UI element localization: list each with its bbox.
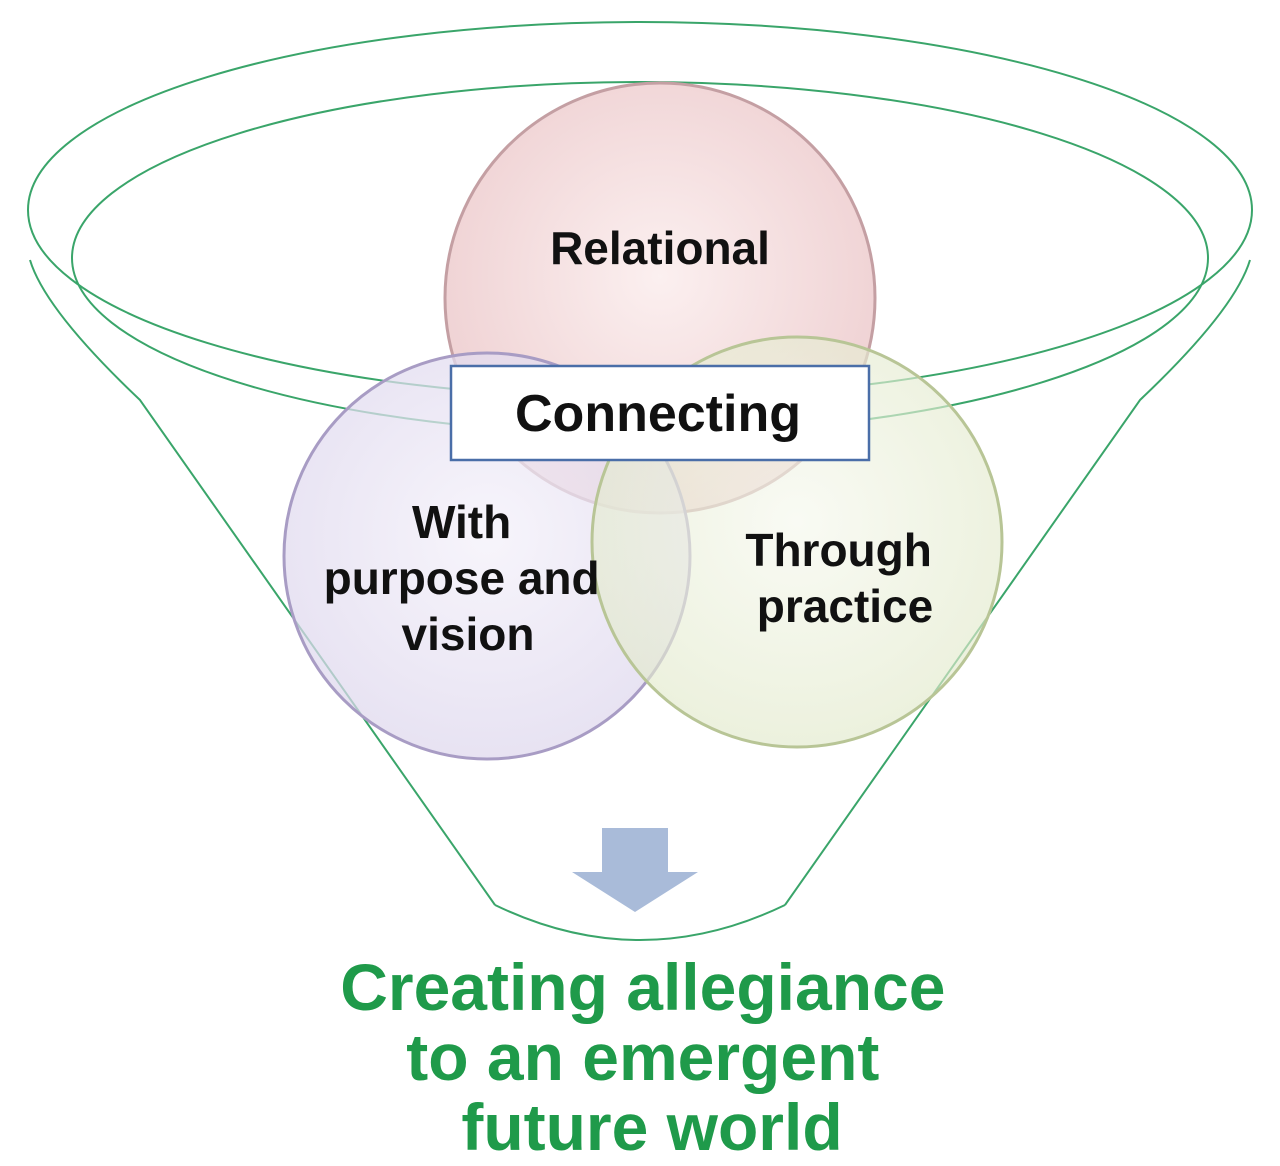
- label-relational-line: Relational: [550, 222, 770, 274]
- label-practice-line-2: practice: [757, 580, 933, 632]
- venn-circles: [282, 81, 1004, 761]
- label-practice-line-1: Through: [745, 524, 932, 576]
- label-practice: Through practice: [745, 524, 944, 632]
- center-label: Connecting: [515, 385, 801, 443]
- funnel-bottom: [494, 904, 786, 941]
- label-purpose-line-1: With: [412, 496, 511, 548]
- center-box: Connecting: [449, 364, 871, 462]
- funnel-left-side: [29, 259, 496, 906]
- label-relational: Relational: [550, 222, 770, 274]
- outcome-line-2: to an emergent: [406, 1020, 879, 1094]
- outcome-line-3: future world: [461, 1090, 842, 1164]
- label-purpose-vision: With purpose and vision: [324, 496, 613, 660]
- outcome-line-1: Creating allegiance: [340, 950, 945, 1024]
- funnel-right-side: [784, 259, 1251, 906]
- label-purpose-line-2: purpose and: [324, 552, 600, 604]
- center-box-frame: [449, 364, 871, 462]
- label-purpose-line-3: vision: [402, 608, 535, 660]
- down-arrow-icon: [572, 828, 698, 912]
- outcome-text: Creating allegiance to an emergent futur…: [340, 950, 964, 1164]
